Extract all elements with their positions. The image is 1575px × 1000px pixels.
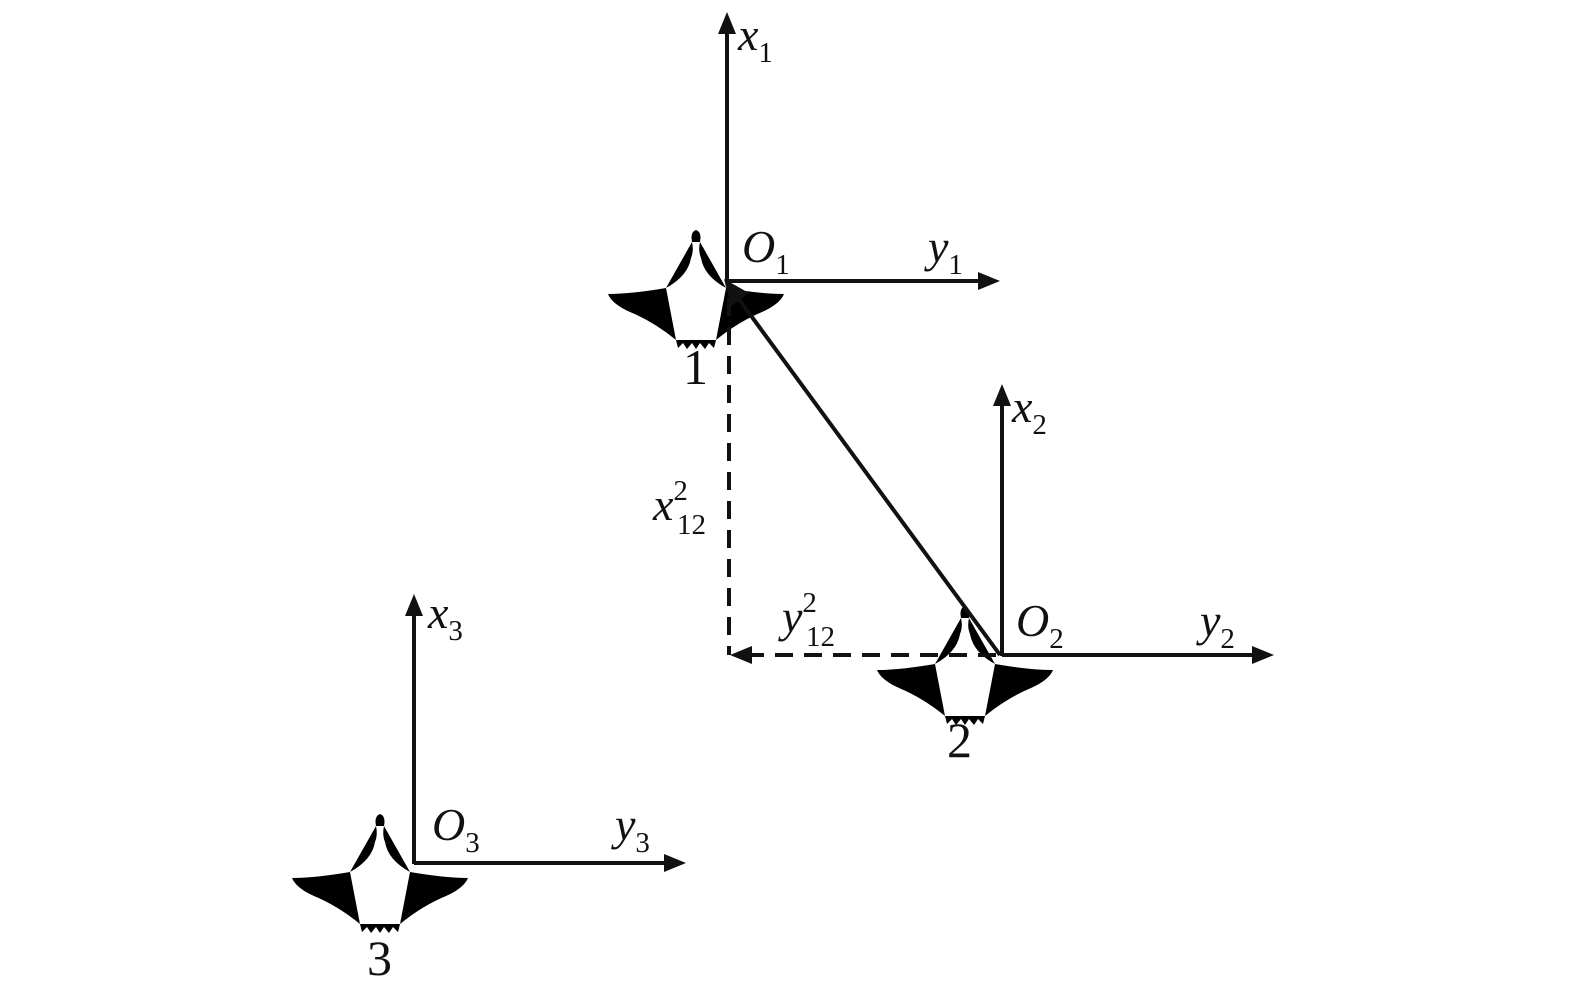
x2-axis-arrowhead: [993, 384, 1011, 406]
x1-axis-label: x1: [737, 9, 773, 69]
x1-axis-arrowhead: [718, 12, 736, 34]
agent-1-number: 1: [683, 339, 708, 395]
y3-axis-label: y3: [611, 799, 650, 859]
origin-3-label: O3: [432, 799, 480, 859]
y1-axis-label: y1: [924, 221, 963, 281]
y2-axis-arrowhead: [1252, 646, 1274, 664]
agent-3: x3 O3 y3 3: [292, 587, 686, 986]
agent-2-number: 2: [947, 712, 972, 768]
x3-axis-arrowhead: [405, 594, 423, 616]
x2-axis-label: x2: [1011, 381, 1047, 441]
origin-2-label: O2: [1016, 595, 1064, 655]
agent-3-number: 3: [367, 930, 392, 986]
y2-axis-label: y2: [1196, 595, 1235, 655]
y12-component-arrowhead: [730, 646, 752, 664]
x3-axis-label: x3: [427, 587, 463, 647]
agent-2: x2 O2 y2 2: [877, 381, 1274, 768]
y3-axis-arrowhead: [664, 854, 686, 872]
agent-1: x1 O1 y1 1: [608, 9, 1000, 395]
origin-1-label: O1: [742, 221, 790, 281]
relative-position-vector: [736, 296, 1002, 657]
y1-axis-arrowhead: [978, 272, 1000, 290]
